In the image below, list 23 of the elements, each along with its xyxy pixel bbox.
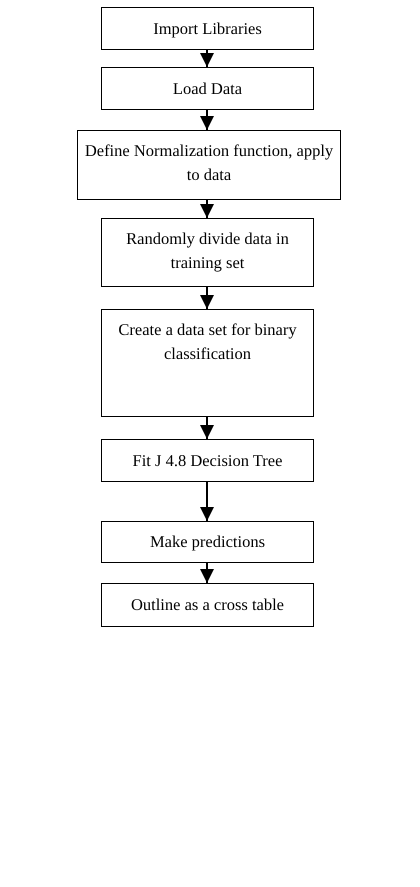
box-label: Make predictions — [150, 531, 265, 554]
process-box — [101, 309, 314, 417]
box-label: Import Libraries — [153, 18, 262, 40]
arrow — [200, 287, 214, 309]
box-label: Load Data — [172, 78, 242, 100]
box-label: Fit J 4.8 Decision Tree — [132, 450, 282, 472]
box-label: Randomly divide data in training set — [125, 228, 290, 274]
process-box — [101, 7, 314, 50]
arrow — [200, 110, 214, 130]
process-box — [101, 218, 314, 287]
box-label: Define Normalization function, apply to data — [84, 140, 334, 186]
arrow — [200, 563, 214, 583]
arrow — [200, 482, 214, 521]
arrow — [200, 50, 214, 67]
process-box — [101, 521, 314, 563]
arrow — [200, 417, 214, 439]
box-label: Create a data set for binary classification — [117, 319, 298, 365]
process-box — [101, 67, 314, 110]
box-label: Outline as a cross table — [130, 594, 284, 616]
process-box — [77, 130, 341, 200]
arrow — [200, 200, 214, 218]
process-box — [101, 439, 314, 482]
process-box — [101, 583, 314, 627]
